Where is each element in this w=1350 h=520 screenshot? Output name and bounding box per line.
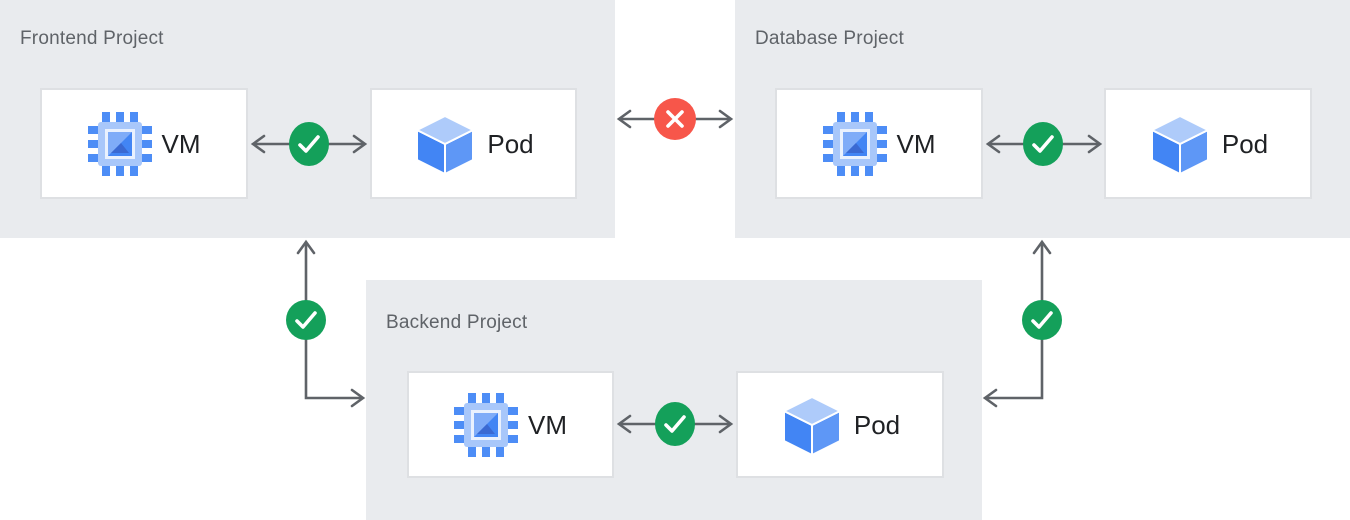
frontend-project-title: Frontend Project xyxy=(20,28,164,49)
panel-backend-project: Backend Project VM Pod xyxy=(366,280,982,520)
x-icon xyxy=(654,98,696,140)
pod-cube-icon xyxy=(1148,112,1212,176)
database-backend-connection xyxy=(982,239,1062,408)
backend-vm-node: VM xyxy=(407,371,614,478)
database-pod-node: Pod xyxy=(1104,88,1312,199)
backend-project-title: Backend Project xyxy=(386,312,528,333)
panel-frontend-project: Frontend Project VM Pod xyxy=(0,0,615,238)
database-vm-label: VM xyxy=(896,128,936,159)
database-pod-label: Pod xyxy=(1221,128,1269,159)
frontend-pod-label: Pod xyxy=(487,128,534,159)
backend-vm-label: VM xyxy=(528,409,567,440)
frontend-backend-connection xyxy=(286,239,366,408)
compute-engine-vm-icon xyxy=(88,112,152,176)
backend-pod-node: Pod xyxy=(736,371,944,478)
frontend-database-blocked-connection xyxy=(616,98,734,140)
check-icon xyxy=(286,300,326,340)
frontend-vm-node: VM xyxy=(40,88,248,199)
backend-pod-label: Pod xyxy=(853,409,901,440)
pod-cube-icon xyxy=(780,393,844,457)
compute-engine-vm-icon xyxy=(454,393,518,457)
frontend-pod-node: Pod xyxy=(370,88,577,199)
database-project-title: Database Project xyxy=(755,28,904,49)
frontend-vm-label: VM xyxy=(161,128,201,159)
database-vm-node: VM xyxy=(775,88,983,199)
compute-engine-vm-icon xyxy=(823,112,887,176)
pod-cube-icon xyxy=(413,112,477,176)
panel-database-project: Database Project VM Pod xyxy=(735,0,1350,238)
check-icon xyxy=(1022,300,1062,340)
